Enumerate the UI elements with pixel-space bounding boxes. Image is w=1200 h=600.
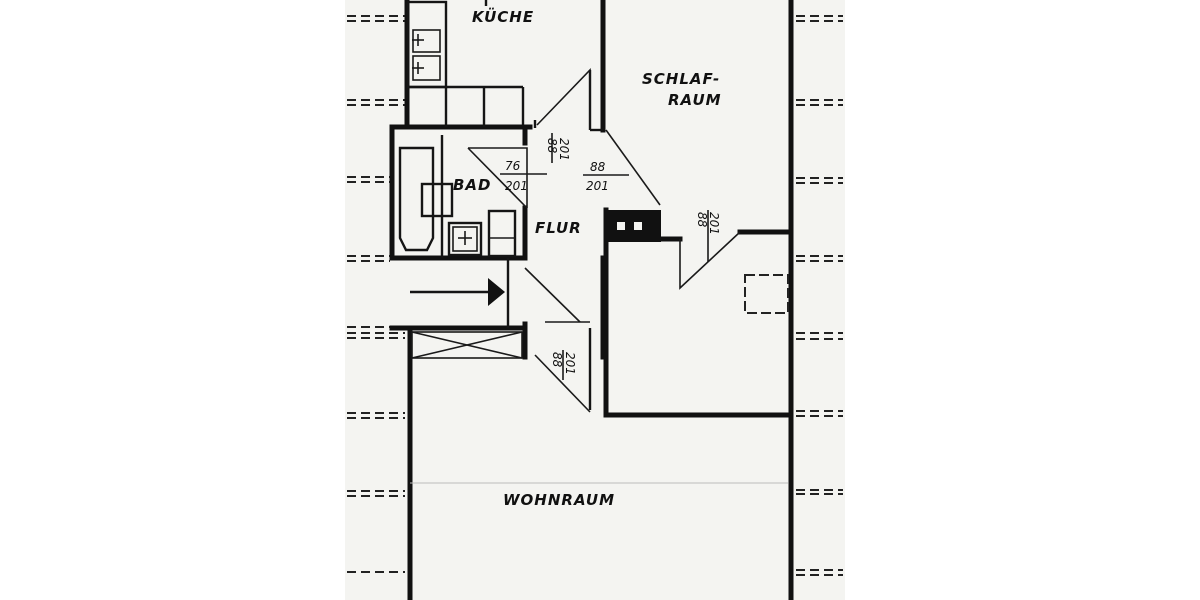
door-dim-kueche-height: 201	[557, 138, 571, 161]
washbasin	[447, 221, 483, 257]
room-label-schlafraum-line2: RAUM	[668, 91, 722, 109]
door-dim-wohnraum-height: 201	[563, 352, 577, 375]
door-swing-schlafraum-top	[605, 129, 661, 206]
wardrobe-outline	[744, 274, 789, 314]
door-dim-kueche-width: 88	[545, 138, 559, 154]
room-label-flur: FLUR	[535, 219, 582, 237]
door-swing-schlafraum	[679, 231, 741, 290]
door-swing-bad	[467, 147, 528, 209]
room-label-kueche: KÜCHE	[472, 7, 534, 26]
room-label-wohnraum: WOHNRAUM	[503, 491, 615, 509]
door-dim-schlafraum-width: 88	[695, 212, 709, 228]
door-dim-schlafraum-height: 201	[707, 212, 721, 235]
toilet	[487, 209, 517, 258]
door-dim-wohnraum-width: 88	[550, 352, 564, 368]
entrance-arrow-icon	[410, 278, 505, 306]
chimney	[606, 210, 661, 242]
door-swing-flur	[524, 267, 590, 323]
kitchen-counter	[406, 0, 525, 127]
door-swing-wohnraum	[534, 354, 591, 413]
door-dim-bad-width: 76	[505, 159, 521, 173]
bathtub	[398, 135, 444, 258]
room-label-bad: BAD	[453, 176, 492, 194]
crossed-box	[411, 331, 523, 359]
right-window-marks	[796, 15, 843, 576]
door-dim-bad-height: 201	[505, 179, 528, 193]
door-swing-kueche	[536, 68, 591, 130]
door-dim-flur-height: 201	[586, 179, 609, 193]
door-dim-flur-width: 88	[590, 160, 606, 174]
scanned-paper	[345, 0, 845, 600]
left-window-marks	[347, 15, 405, 573]
room-label-schlafraum-line1: SCHLAF-	[642, 70, 720, 88]
bath-cabinet	[420, 182, 454, 218]
